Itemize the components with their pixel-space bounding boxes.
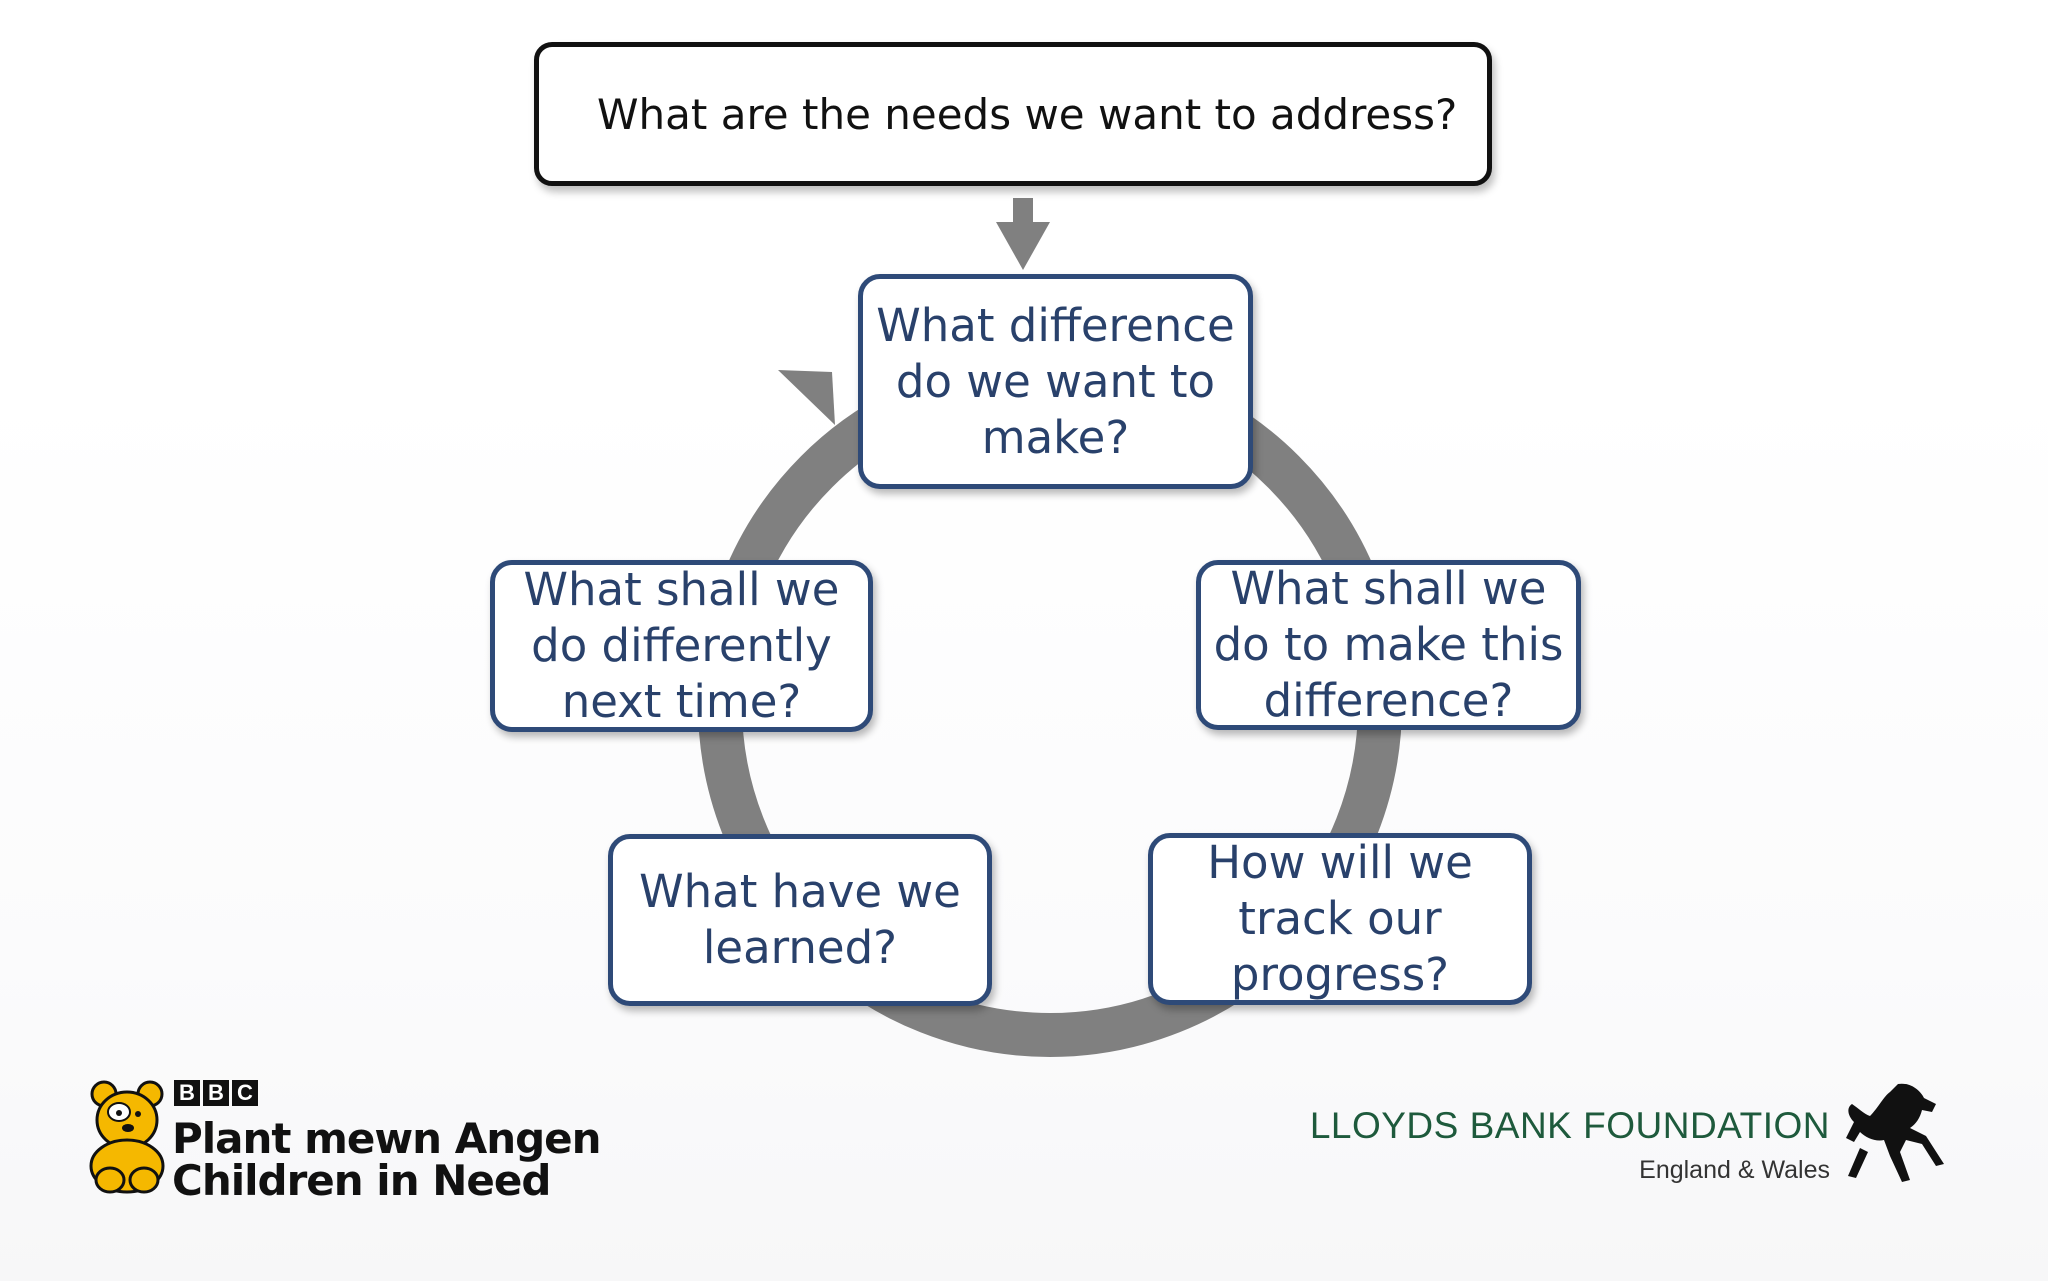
lloyds-bank-foundation-logo: LLOYDS BANK FOUNDATION England & Wales xyxy=(1310,1078,1950,1202)
node-learned-text: What have we learned? xyxy=(639,865,961,974)
node-track-progress: How will we track our progress? xyxy=(1148,833,1532,1005)
bbc-block-3: C xyxy=(232,1080,258,1106)
bbc-block-1: B xyxy=(174,1080,200,1106)
node-differently: What shall we do differently next time? xyxy=(490,560,873,732)
node-track-progress-text: How will we track our progress? xyxy=(1207,836,1473,1001)
node-difference-text: What difference do we want to make? xyxy=(876,298,1235,464)
node-difference: What difference do we want to make? xyxy=(858,274,1253,489)
node-make-difference: What shall we do to make this difference… xyxy=(1196,560,1581,730)
children-in-need-logo: B B C Plant mewn Angen Children in Need xyxy=(86,1076,606,1206)
node-learned: What have we learned? xyxy=(608,834,992,1006)
node-make-difference-text: What shall we do to make this difference… xyxy=(1213,562,1564,727)
cin-welsh-name: Plant mewn Angen xyxy=(172,1114,602,1163)
cin-english-name: Children in Need xyxy=(172,1156,551,1205)
down-arrow xyxy=(996,198,1050,270)
cycle-arrowhead xyxy=(778,370,835,425)
black-horse-icon xyxy=(1846,1083,1944,1182)
needs-question-box: What are the needs we want to address? xyxy=(534,42,1492,186)
bbc-blocks: B B C xyxy=(174,1080,258,1106)
needs-question-text: What are the needs we want to address? xyxy=(597,89,1458,139)
pudsey-bear-icon xyxy=(89,1080,165,1194)
lloyds-subtitle: England & Wales xyxy=(1639,1156,1830,1184)
node-differently-text: What shall we do differently next time? xyxy=(523,563,840,728)
bbc-block-2: B xyxy=(203,1080,229,1106)
lloyds-name: LLOYDS BANK FOUNDATION xyxy=(1309,1105,1830,1146)
